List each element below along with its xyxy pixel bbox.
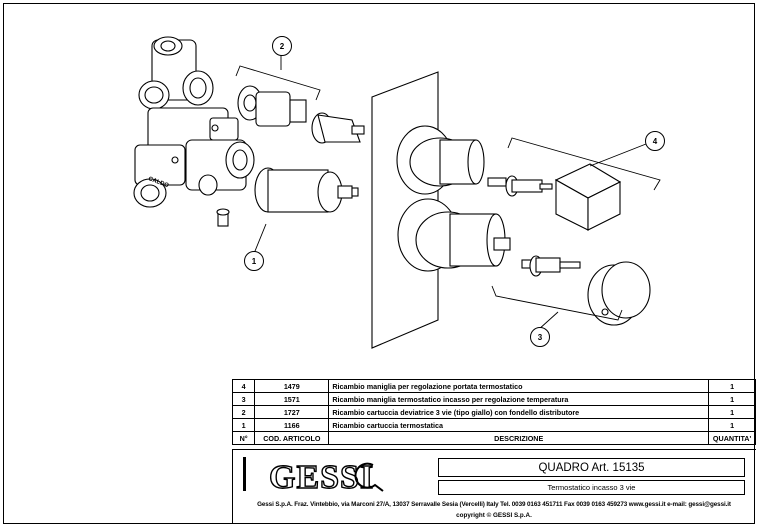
model-title: QUADRO Art. 15135	[438, 458, 745, 477]
table-row: 4 1479 Ricambio maniglia per regolazione…	[231, 379, 756, 393]
gessi-logo: GESSI	[243, 457, 384, 495]
part-quantity: 1	[708, 392, 756, 406]
table-row: 3 1571 Ricambio maniglia termostatico in…	[231, 392, 756, 406]
callout-3: 3	[530, 327, 550, 347]
table-header-row: N° COD. ARTICOLO DESCRIZIONE QUANTITA'	[231, 431, 756, 445]
callout-1: 1	[244, 251, 264, 271]
header-number: N°	[231, 431, 256, 445]
article-code: 1727	[254, 405, 330, 419]
part-number: 4	[231, 379, 256, 393]
callout-2: 2	[272, 36, 292, 56]
part-description: Ricambio cartuccia termostatica	[328, 418, 710, 432]
round-handle	[587, 261, 651, 326]
upper-handle-spindle	[487, 175, 553, 197]
table-row: 1 1166 Ricambio cartuccia termostatica 1	[231, 418, 756, 432]
diverter-cartridge	[237, 85, 365, 144]
part-quantity: 1	[708, 379, 756, 393]
header-quantity: QUANTITA'	[708, 431, 756, 445]
title-block: GESSI QUADRO Art. 15135 Termostatico inc…	[232, 449, 756, 523]
article-code: 1166	[254, 418, 330, 432]
cube-handle	[554, 163, 622, 231]
small-screw	[216, 208, 230, 227]
thermostatic-cartridge	[254, 167, 359, 213]
copyright-notice: copyright © GESSI S.p.A.	[456, 512, 532, 519]
article-code: 1571	[254, 392, 330, 406]
bracket-group-4	[507, 137, 661, 191]
bracket-group-3	[491, 285, 623, 321]
leader-4	[589, 143, 647, 167]
header-description: DESCRIZIONE	[328, 431, 710, 445]
header-code: COD. ARTICOLO	[254, 431, 330, 445]
part-number: 3	[231, 392, 256, 406]
bracket-group-2	[235, 65, 321, 101]
part-description: Ricambio maniglia termostatico incasso p…	[328, 392, 710, 406]
lower-handle-spindle	[521, 255, 581, 277]
article-code: 1479	[254, 379, 330, 393]
upper-escutcheon	[396, 125, 485, 195]
part-description: Ricambio maniglia per regolazione portat…	[328, 379, 710, 393]
callout-4: 4	[645, 131, 665, 151]
company-address: Gessi S.p.A. Fraz. Vintebbio, via Marcon…	[257, 501, 731, 508]
logo-text: GESSI	[269, 459, 374, 495]
lower-escutcheon	[397, 198, 511, 272]
part-number: 1	[231, 418, 256, 432]
leader-1	[252, 223, 267, 257]
part-quantity: 1	[708, 418, 756, 432]
part-quantity: 1	[708, 405, 756, 419]
parts-table: 4 1479 Ricambio maniglia per regolazione…	[231, 379, 756, 445]
valve-body	[133, 36, 255, 208]
part-number: 2	[231, 405, 256, 419]
model-subtitle: Termostatico incasso 3 vie	[438, 480, 745, 495]
table-row: 2 1727 Ricambio cartuccia deviatrice 3 v…	[231, 405, 756, 419]
sheet-border	[3, 3, 755, 524]
part-description: Ricambio cartuccia deviatrice 3 vie (tip…	[328, 405, 710, 419]
